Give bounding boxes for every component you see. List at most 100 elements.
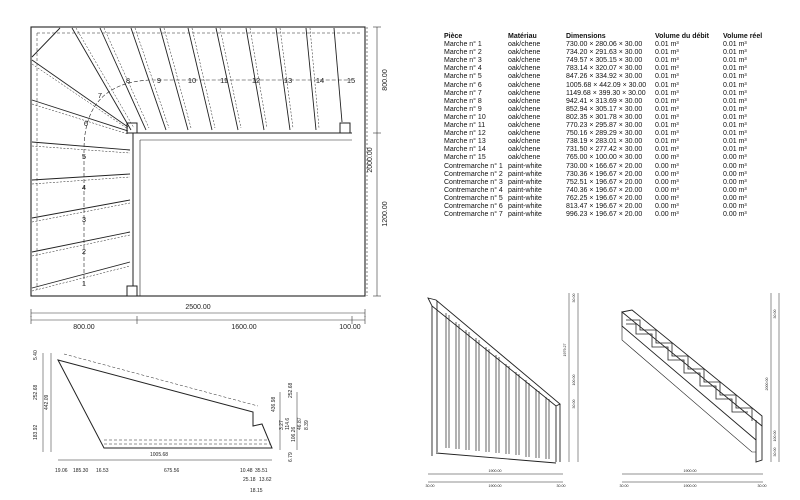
- newel-post-top: [126, 122, 138, 134]
- dim-label: 10.48: [240, 468, 253, 474]
- cell-piece: Contremarche n° 7: [444, 211, 503, 219]
- cell-piece: Contremarche n° 1: [444, 162, 503, 170]
- header-real-volume: Volume réel: [723, 33, 763, 40]
- cell-real-volume: 0.00 m³: [723, 186, 747, 194]
- cell-dimensions: 740.36 × 196.67 × 20.00: [566, 186, 643, 194]
- elev1-right-label: 30.00: [572, 294, 576, 303]
- step-number: 10: [188, 76, 196, 85]
- cell-real-volume: 0.01 m³: [723, 105, 747, 113]
- cell-material: paint-white: [508, 162, 542, 170]
- cell-material: oak/chene: [508, 113, 541, 121]
- cell-dimensions: 730.00 × 166.67 × 20.00: [566, 162, 643, 170]
- dim-label: 25.18: [243, 477, 256, 483]
- cell-piece: Marche n° 10: [444, 113, 486, 121]
- stringer-profile: [42, 353, 298, 461]
- elev2-bottom-mid-label: 1900.00: [684, 484, 697, 488]
- elev1-bottom-right-label: 30.00: [557, 484, 566, 488]
- cell-real-volume: 0.01 m³: [723, 65, 747, 73]
- cell-material: oak/chene: [508, 105, 541, 113]
- cell-dimensions: 734.20 × 291.63 × 30.00: [566, 49, 643, 57]
- cell-material: oak/chene: [508, 65, 541, 73]
- elev2-right-label: 100.00: [773, 431, 777, 442]
- cell-real-volume: 0.01 m³: [723, 130, 747, 138]
- step-number: 7: [98, 91, 102, 100]
- cell-dimensions: 738.19 × 283.01 × 30.00: [566, 138, 643, 146]
- cell-dimensions: 802.35 × 301.78 × 30.00: [566, 113, 643, 121]
- cell-dimensions: 852.94 × 305.17 × 30.00: [566, 105, 643, 113]
- cell-dimensions: 770.23 × 295.87 × 30.00: [566, 122, 643, 130]
- cell-dimensions: 749.57 × 305.15 × 30.00: [566, 57, 643, 65]
- cell-real-volume: 0.01 m³: [723, 81, 747, 89]
- cell-piece: Marche n° 13: [444, 138, 486, 146]
- cell-cut-volume: 0.00 m³: [655, 186, 679, 194]
- cell-dimensions: 730.36 × 196.67 × 20.00: [566, 170, 643, 178]
- cell-cut-volume: 0.01 m³: [655, 105, 679, 113]
- elev1-right-label: 100.00: [572, 375, 576, 386]
- cell-piece: Contremarche n° 3: [444, 178, 503, 186]
- cell-cut-volume: 0.00 m³: [655, 170, 679, 178]
- cell-piece: Contremarche n° 2: [444, 170, 503, 178]
- cell-material: paint-white: [508, 211, 542, 219]
- dim-label: 8.39: [304, 420, 310, 430]
- cell-real-volume: 0.01 m³: [723, 138, 747, 146]
- cell-dimensions: 730.00 × 280.06 × 30.00: [566, 41, 643, 49]
- cell-material: oak/chene: [508, 97, 541, 105]
- plan-step-numbers: 1 2 3 4 5 6 7 8 9 10 11 12 13 14 15: [82, 76, 355, 288]
- cell-real-volume: 0.00 m³: [723, 170, 747, 178]
- cell-cut-volume: 0.01 m³: [655, 146, 679, 154]
- cell-real-volume: 0.01 m³: [723, 41, 747, 49]
- elev2-right-label: 2000.00: [765, 378, 769, 391]
- plan-segment-label: 1600.00: [231, 324, 256, 331]
- step-number: 9: [157, 76, 161, 85]
- cell-cut-volume: 0.01 m³: [655, 73, 679, 81]
- dim-label: 675.56: [164, 468, 180, 474]
- dim-label: 5.40: [33, 350, 39, 360]
- step-number: 14: [316, 76, 324, 85]
- cell-cut-volume: 0.01 m³: [655, 97, 679, 105]
- step-number: 1: [82, 279, 86, 288]
- cell-material: oak/chene: [508, 138, 541, 146]
- cell-piece: Marche n° 11: [444, 122, 486, 130]
- cell-piece: Marche n° 15: [444, 154, 486, 162]
- cell-dimensions: 813.47 × 196.67 × 20.00: [566, 202, 643, 210]
- step-number: 15: [347, 76, 355, 85]
- plan-right-lower-label: 1200.00: [382, 201, 389, 226]
- cell-real-volume: 0.01 m³: [723, 146, 747, 154]
- dim-label: 442.09: [44, 394, 50, 410]
- plan-dimensions: [30, 26, 381, 324]
- stringer-dimension-labels: 5.40 252.68 442.09 183.92 19.06 185.30 1…: [33, 350, 310, 494]
- cell-material: paint-white: [508, 194, 542, 202]
- cell-piece: Marche n° 7: [444, 89, 482, 97]
- cell-dimensions: 1005.68 × 442.09 × 30.00: [566, 81, 647, 89]
- cell-cut-volume: 0.01 m³: [655, 81, 679, 89]
- dim-label: 3.27: [279, 420, 285, 430]
- cell-piece: Marche n° 2: [444, 49, 482, 57]
- dim-label: 1005.68: [150, 452, 168, 458]
- plan-walking-line: [83, 79, 352, 285]
- elev1-bottom-label: 1900.00: [489, 469, 502, 473]
- cell-real-volume: 0.01 m³: [723, 49, 747, 57]
- dim-label: 46.87: [297, 417, 303, 430]
- cell-dimensions: 1149.68 × 399.30 × 30.00: [566, 89, 646, 97]
- cell-dimensions: 942.41 × 313.69 × 30.00: [566, 97, 643, 105]
- cell-piece: Contremarche n° 4: [444, 186, 503, 194]
- plan-treads-lower: [31, 173, 131, 289]
- cell-cut-volume: 0.00 m³: [655, 211, 679, 219]
- plan-treads-upper: [71, 27, 343, 131]
- step-number: 8: [126, 76, 130, 85]
- cell-material: oak/chene: [508, 122, 541, 130]
- dim-label: 18.15: [250, 488, 263, 494]
- step-number: 3: [82, 215, 86, 224]
- cell-cut-volume: 0.00 m³: [655, 154, 679, 162]
- cell-piece: Marche n° 5: [444, 73, 482, 81]
- dim-label: 13.62: [259, 477, 272, 483]
- cell-real-volume: 0.01 m³: [723, 57, 747, 65]
- dim-label: 16.53: [96, 468, 109, 474]
- cell-material: oak/chene: [508, 49, 541, 57]
- cell-dimensions: 731.50 × 277.42 × 30.00: [566, 146, 643, 154]
- dim-label: 252.68: [33, 384, 39, 400]
- step-number: 6: [84, 119, 88, 128]
- cell-dimensions: 750.16 × 289.29 × 30.00: [566, 130, 643, 138]
- cell-piece: Marche n° 6: [444, 81, 482, 89]
- cell-cut-volume: 0.01 m³: [655, 113, 679, 121]
